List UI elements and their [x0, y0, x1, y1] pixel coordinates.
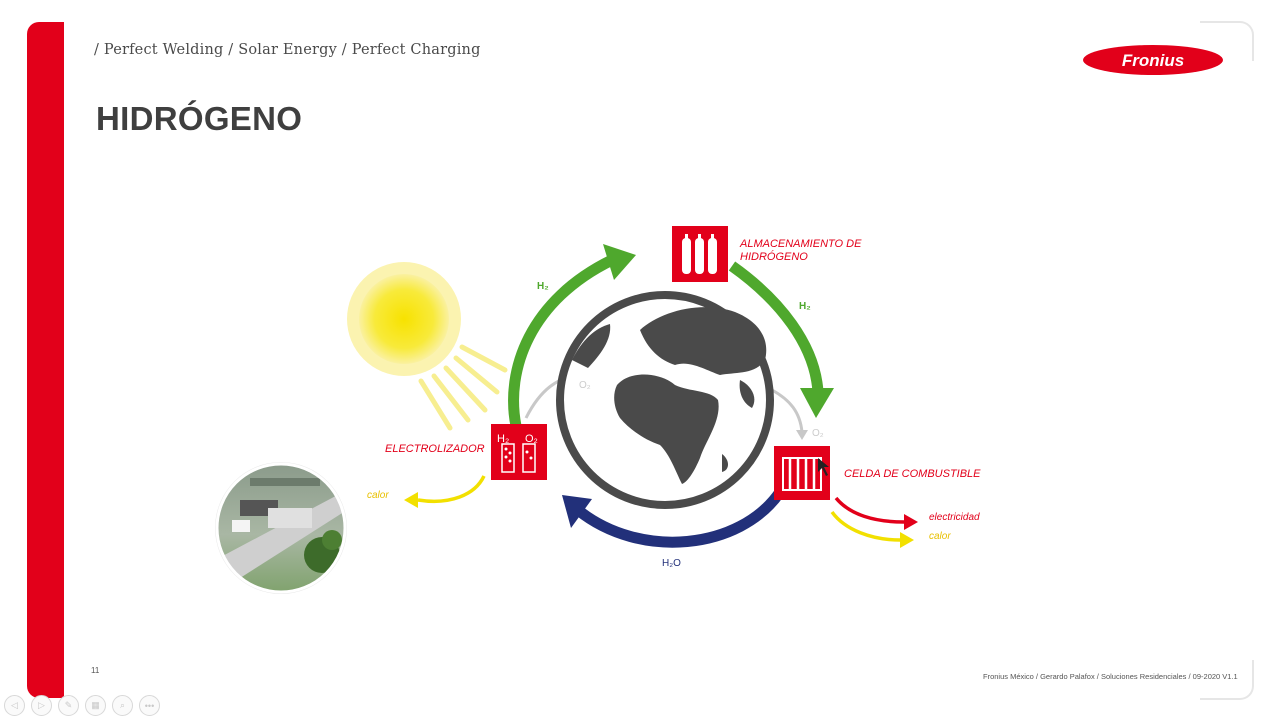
storage-label-line1: ALMACENAMIENTO DE — [740, 238, 862, 250]
footer-text: Fronius México / Gerardo Palafox / Soluc… — [983, 672, 1238, 681]
refueling-station-image — [215, 462, 347, 594]
zoom-icon[interactable]: ⌕ — [112, 695, 133, 716]
h2o-label: H₂O — [662, 558, 681, 569]
heat-left-label: calor — [367, 490, 389, 501]
electrolyzer-label: ELECTROLIZADOR — [385, 443, 485, 455]
electrolyzer-o2-text: O₂ — [525, 433, 538, 445]
slides-icon[interactable]: ▦ — [85, 695, 106, 716]
fuel-cell-icon — [774, 446, 830, 500]
heat-arrow-left-icon — [417, 475, 486, 503]
storage-label-line2: HIDRÓGENO — [740, 251, 808, 263]
presentation-toolbar: ◁ ▷ ✎ ▦ ⌕ ••• — [4, 695, 160, 716]
earth-globe-icon — [556, 291, 774, 509]
fuel-cell-label: CELDA DE COMBUSTIBLE — [844, 468, 981, 480]
fronius-logo: Fronius — [1083, 45, 1223, 75]
pen-icon[interactable]: ✎ — [58, 695, 79, 716]
h2o-arrow-icon — [574, 488, 785, 548]
tagline: / Perfect Welding / Solar Energy / Perfe… — [94, 42, 481, 58]
o2-right-label: O₂ — [812, 428, 824, 439]
electrolyzer-icon — [491, 424, 547, 480]
heat-arrow-right-icon — [830, 510, 901, 542]
h2-right-label: H₂ — [799, 301, 811, 312]
electricity-label: electricidad — [929, 512, 980, 523]
heat-right-label: calor — [929, 531, 951, 542]
red-accent-bar — [27, 22, 64, 698]
page-number: 11 — [91, 666, 100, 675]
prev-icon[interactable]: ◁ — [4, 695, 25, 716]
electrolyzer-h2-text: H₂ — [497, 433, 509, 445]
play-icon[interactable]: ▷ — [31, 695, 52, 716]
h2-arrow-left-icon — [508, 255, 615, 428]
logo-text: Fronius — [1122, 51, 1184, 70]
sun-icon — [347, 262, 508, 431]
page-title: HIDRÓGENO — [96, 100, 303, 137]
corner-decoration-bottom — [1200, 660, 1254, 700]
mouse-cursor-icon — [818, 458, 829, 476]
h2-arrow-right-icon — [728, 261, 824, 393]
hydrogen-storage-icon — [672, 226, 728, 282]
o2-arrow-right-icon — [771, 388, 804, 433]
electricity-arrow-icon — [834, 496, 905, 524]
hydrogen-cycle-diagram: H₂ O₂ — [215, 226, 918, 594]
o2-left-label: O₂ — [579, 380, 591, 391]
h2-left-label: H₂ — [537, 281, 549, 292]
storage-label: ALMACENAMIENTO DE HIDRÓGENO — [740, 238, 861, 264]
corner-decoration-top — [1200, 21, 1254, 61]
more-icon[interactable]: ••• — [139, 695, 160, 716]
